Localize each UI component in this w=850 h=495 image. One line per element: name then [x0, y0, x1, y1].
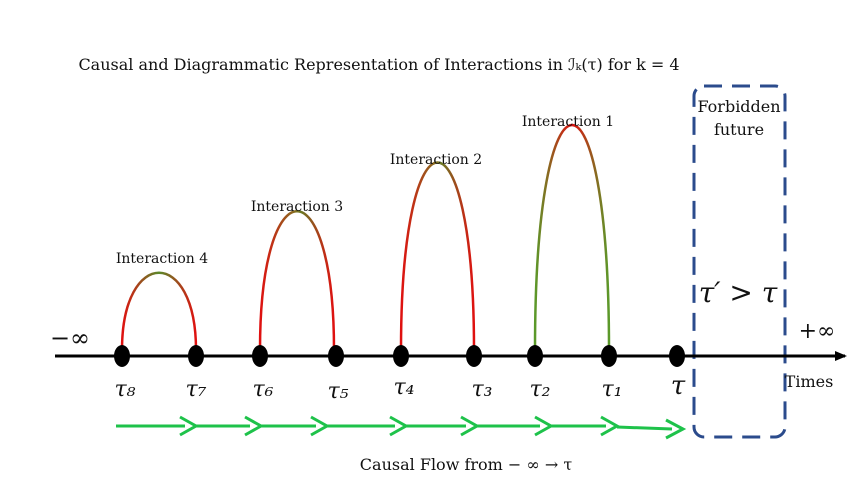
interaction-4-arc	[120, 271, 198, 351]
causal-flow-label: Causal Flow from − ∞ → τ	[360, 455, 573, 474]
interaction-4-label: Interaction 4	[116, 251, 208, 267]
forbidden-condition: τ′ > τ	[699, 276, 778, 309]
time-point	[252, 345, 268, 367]
interaction-3-label: Interaction 3	[251, 199, 343, 215]
time-point	[669, 345, 685, 367]
forbidden-future-box	[692, 84, 787, 439]
forbidden-label: Forbidden	[697, 97, 780, 116]
plus-infinity-label: +∞	[799, 319, 836, 344]
interaction-1-arc	[533, 123, 611, 351]
diagram-title: Causal and Diagrammatic Representation o…	[78, 55, 679, 74]
flow-arrow-shaft	[616, 425, 673, 431]
tau-label: τ	[671, 371, 686, 401]
tau-2-label: τ₂	[530, 377, 551, 402]
tau-3-label: τ₃	[472, 377, 493, 402]
future-label: future	[714, 120, 764, 139]
flow-arrow-head	[600, 415, 621, 437]
tau-4-label: τ₄	[394, 375, 415, 400]
tau-6-label: τ₆	[253, 377, 274, 402]
interaction-1-label: Interaction 1	[522, 114, 614, 130]
time-point	[114, 345, 130, 367]
time-point	[188, 345, 204, 367]
interaction-2-arc	[399, 161, 476, 351]
tau-7-label: τ₇	[186, 377, 207, 402]
minus-infinity-label: −∞	[50, 324, 90, 352]
tau-1-label: τ₁	[602, 377, 623, 402]
time-point	[601, 345, 617, 367]
flow-arrow-head	[665, 418, 687, 440]
tau-8-label: τ₈	[115, 377, 136, 402]
time-points	[114, 345, 685, 367]
interaction-2-label: Interaction 2	[390, 152, 482, 168]
time-point	[527, 345, 543, 367]
times-label: Times	[785, 372, 834, 391]
causal-flow-arrows	[116, 415, 687, 440]
time-point	[328, 345, 344, 367]
time-point	[393, 345, 409, 367]
interaction-3-arc	[258, 210, 336, 351]
tau-5-label: τ₅	[328, 379, 349, 404]
time-point	[466, 345, 482, 367]
